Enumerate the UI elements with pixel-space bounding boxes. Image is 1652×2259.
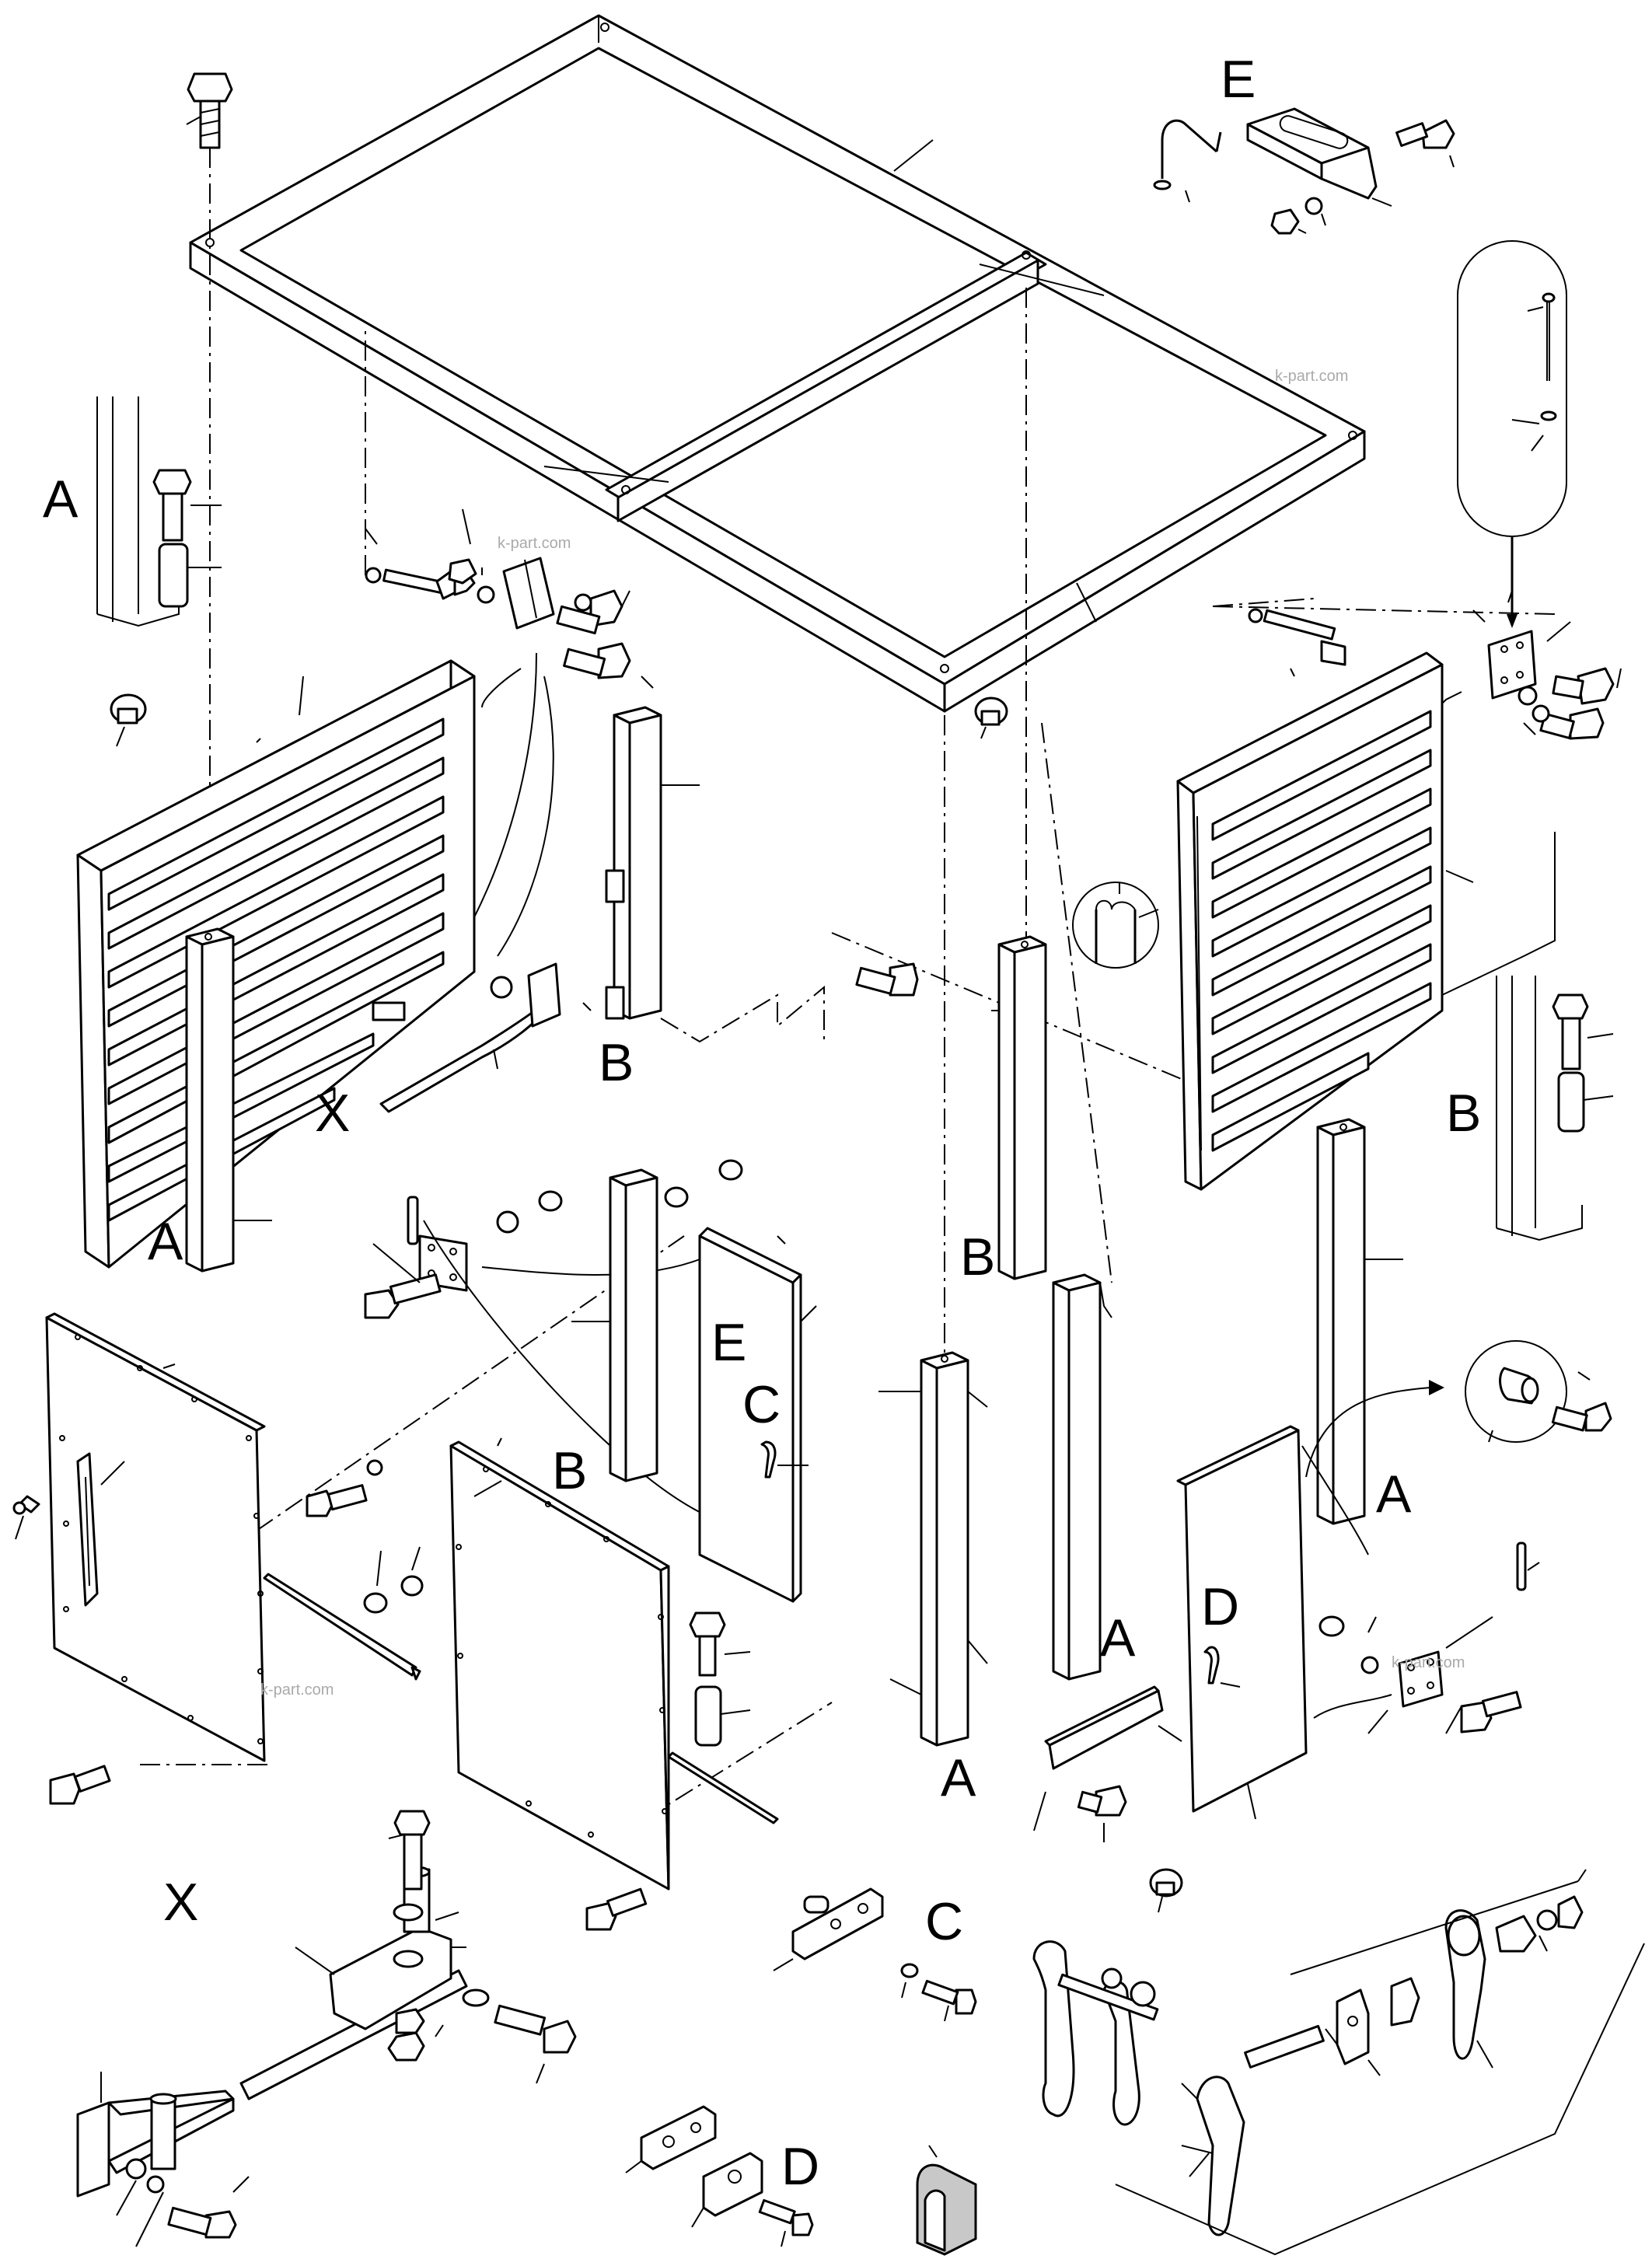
post-a-center — [878, 1351, 988, 1747]
label-b: B — [960, 1227, 995, 1287]
door-panel-e — [698, 1227, 817, 1603]
detail-d-bottom — [625, 2105, 814, 2247]
label-d: D — [1201, 1577, 1239, 1636]
detail-outline-bottom-right — [1115, 1943, 1645, 2256]
watermark: k-part.com — [260, 1681, 334, 1699]
bolt-spacer-center — [689, 1611, 751, 1747]
bottom-plate — [1033, 1685, 1182, 1842]
label-b: B — [599, 1033, 634, 1092]
detail-e-top — [1153, 107, 1455, 235]
detail-clip-circle — [1072, 882, 1159, 969]
side-panel-center — [449, 1437, 779, 1891]
hinge-lower-right — [1301, 1445, 1540, 1734]
watermark: k-part.com — [1392, 1654, 1465, 1671]
latch-handle-detail — [1181, 1869, 1587, 2236]
roof-frame — [189, 14, 1366, 713]
detail-bubble-top-right — [1457, 240, 1567, 628]
cables-left — [473, 652, 554, 957]
label-c: C — [925, 1892, 963, 1951]
post-b-upper — [605, 706, 825, 1043]
post-b-middle — [571, 1168, 658, 1482]
post-b-right — [991, 935, 1047, 1280]
louver-panel-left — [76, 659, 476, 1269]
label-a: A — [43, 470, 79, 529]
label-a: A — [148, 1212, 183, 1271]
detail-c-bottom — [773, 1887, 977, 2022]
letter-labels: A A A A A B B B B C C D D E E X X — [43, 50, 1481, 2196]
label-b: B — [552, 1441, 587, 1500]
label-x: X — [163, 1873, 198, 1932]
label-b: B — [1446, 1084, 1481, 1143]
label-a: A — [941, 1748, 976, 1807]
hinge-arm-x — [379, 962, 592, 1113]
bolt-top-left — [186, 72, 233, 149]
knob-center — [974, 697, 1008, 739]
post-a-center-right — [1052, 1273, 1112, 1681]
bolt-bottom-center — [585, 1887, 648, 1931]
watermark: k-part.com — [498, 535, 571, 552]
hinge-top-center — [365, 508, 654, 689]
knob-right-lower — [1149, 1868, 1183, 1913]
knob-left — [110, 693, 147, 747]
bolt-washer-middle — [306, 1459, 424, 1614]
side-panel-left — [45, 1312, 266, 1762]
door-panel-d — [1176, 1425, 1308, 1820]
hinge-top-right — [1248, 590, 1622, 740]
label-x: X — [315, 1084, 350, 1143]
watermark: k-part.com — [1275, 368, 1348, 385]
post-a-left — [185, 927, 272, 1273]
label-d: D — [781, 2137, 819, 2196]
hinge-lower-left — [364, 1159, 743, 1517]
detail-a-top — [96, 396, 222, 627]
latch-handle-pair — [1032, 1940, 1159, 2126]
detail-x-bottom — [76, 1810, 577, 2247]
bolt-lower-left — [49, 1765, 111, 1805]
label-e: E — [711, 1313, 746, 1372]
rubber-seal — [916, 2145, 977, 2256]
label-e: E — [1221, 50, 1256, 109]
bolt-center — [855, 962, 919, 997]
louver-panel-right — [1176, 651, 1556, 1191]
bracket-left — [12, 1495, 421, 1681]
label-a: A — [1376, 1465, 1412, 1524]
detail-b-right — [1496, 976, 1614, 1241]
post-a-right — [1316, 1118, 1403, 1525]
detail-spacer-circle — [1305, 1340, 1612, 1478]
label-a: A — [1100, 1608, 1136, 1667]
watermarks: k-part.com k-part.com k-part.com k-part.… — [260, 368, 1465, 1699]
label-c: C — [742, 1375, 781, 1434]
